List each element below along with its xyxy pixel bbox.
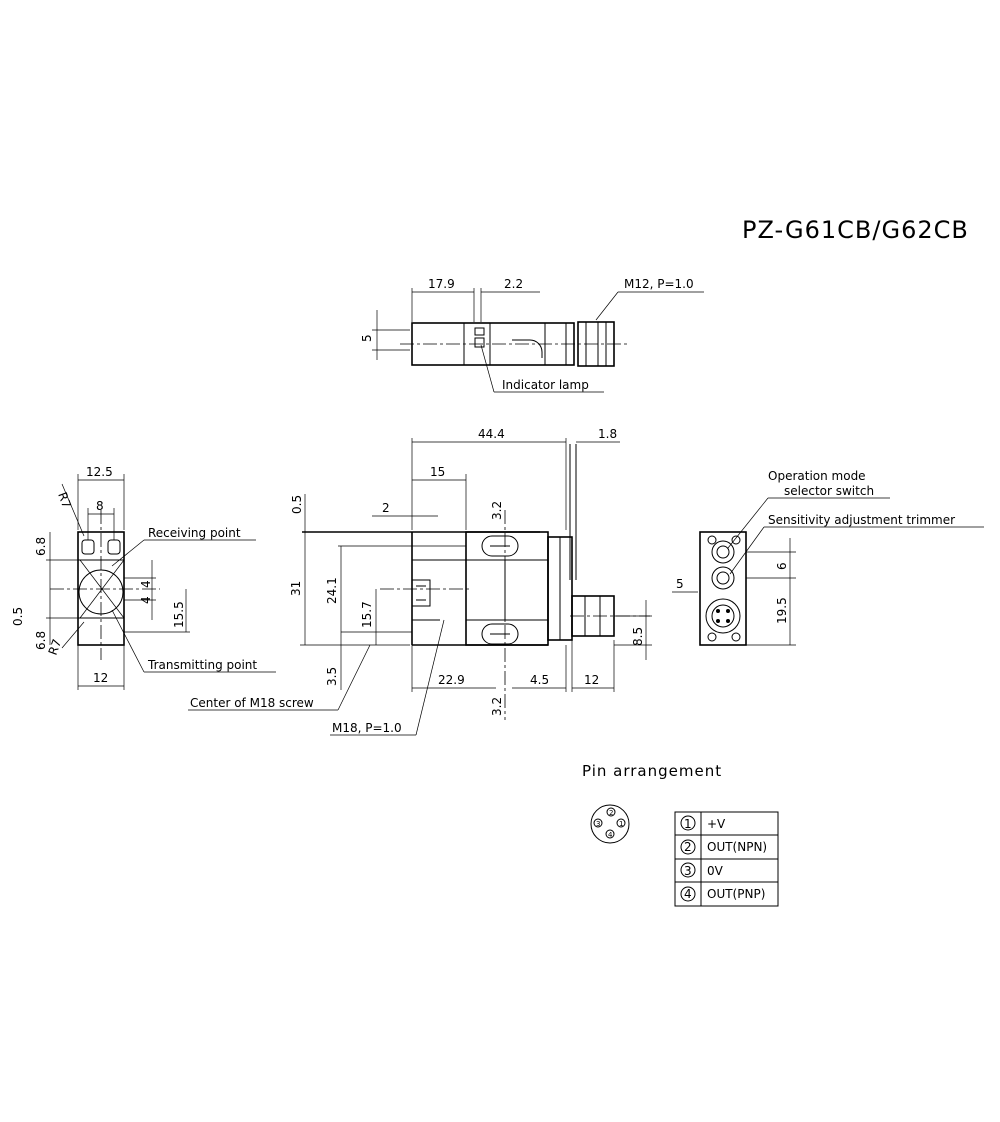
pin-arrangement: Pin arrangement 1 2 3 4 1 +V 2 OUT(NPN) xyxy=(582,762,779,907)
dim-5-right: 5 xyxy=(676,577,684,591)
dim-r7-bottom: R7 xyxy=(46,637,65,657)
pin-row-4-number: 4 xyxy=(684,887,692,901)
dim-12-left: 12 xyxy=(93,671,108,685)
front-view: 44.4 1.8 15 2 3.2 0.5 31 24.1 15.7 3.5 2… xyxy=(188,427,652,736)
dim-1-8: 1.8 xyxy=(598,427,617,441)
center-m18-label: Center of M18 screw xyxy=(190,696,314,710)
dim-2-2: 2.2 xyxy=(504,277,523,291)
receiving-point-label: Receiving point xyxy=(148,526,241,540)
connector-pin-4: 4 xyxy=(608,831,613,839)
dim-8-5: 8.5 xyxy=(631,627,645,646)
dim-15: 15 xyxy=(430,465,445,479)
dim-0-5-left: 0.5 xyxy=(11,607,25,626)
right-view: 5 6 19.5 Operation mode selector switch … xyxy=(672,469,984,646)
dim-r7-top: R7 xyxy=(55,490,74,510)
top-view: 17.9 2.2 5 M12, P=1.0 Indicator lamp xyxy=(360,277,704,393)
indicator-lamp-label: Indicator lamp xyxy=(502,378,589,392)
connector-face: 1 2 3 4 xyxy=(590,804,630,844)
dim-6-8-bottom: 6.8 xyxy=(34,631,48,650)
m12-thread-label: M12, P=1.0 xyxy=(624,277,694,291)
sensitivity-trimmer xyxy=(711,566,735,590)
dim-6-8-top: 6.8 xyxy=(34,537,48,556)
connector-pin-3: 3 xyxy=(596,820,600,828)
dim-3-5: 3.5 xyxy=(325,667,339,686)
pin-row-1-label: +V xyxy=(707,817,726,831)
pin-arrangement-heading: Pin arrangement xyxy=(582,762,722,780)
pin-row-2-number: 2 xyxy=(684,840,692,854)
indicator-lamp xyxy=(474,337,485,348)
transmitting-point-label: Transmitting point xyxy=(147,658,257,672)
pin-row-3-number: 3 xyxy=(684,864,692,878)
m18-thread-label: M18, P=1.0 xyxy=(332,721,402,735)
sensitivity-trimmer-label: Sensitivity adjustment trimmer xyxy=(768,513,955,527)
dim-12-5: 12.5 xyxy=(86,465,113,479)
dim-0-5: 0.5 xyxy=(290,495,304,514)
model-title: PZ-G61CB/G62CB xyxy=(742,216,969,244)
operation-mode-label-2: selector switch xyxy=(784,484,874,498)
dim-8: 8 xyxy=(96,499,104,513)
dim-17-9: 17.9 xyxy=(428,277,455,291)
dim-19-5: 19.5 xyxy=(775,597,789,624)
pin-row-4-label: OUT(PNP) xyxy=(707,887,765,901)
pin-row-2-label: OUT(NPN) xyxy=(707,840,767,854)
mode-selector-switch xyxy=(711,540,735,564)
dim-12-front: 12 xyxy=(584,673,599,687)
dim-31: 31 xyxy=(289,581,303,596)
left-view: 12.5 8 6.8 0.5 6.8 4 4 15.5 12 R7 R7 Rec… xyxy=(11,465,276,690)
dim-24-1: 24.1 xyxy=(325,577,339,604)
dim-3-2-bottom: 3.2 xyxy=(490,697,504,716)
dim-22-9: 22.9 xyxy=(438,673,465,687)
connector-pin-2: 2 xyxy=(609,809,613,817)
dim-4-lower: 4 xyxy=(139,596,153,604)
operation-mode-label-1: Operation mode xyxy=(768,469,866,483)
dim-3-2-top: 3.2 xyxy=(490,501,504,520)
dim-4-5: 4.5 xyxy=(530,673,549,687)
dim-2: 2 xyxy=(382,501,390,515)
dim-5-top: 5 xyxy=(360,334,374,342)
pin-row-3-label: 0V xyxy=(707,864,724,878)
pin-row-1-number: 1 xyxy=(684,817,692,831)
indicator-lamp-mark xyxy=(474,327,485,336)
dim-15-5: 15.5 xyxy=(172,601,186,628)
dim-6-right: 6 xyxy=(775,562,789,570)
dim-15-7: 15.7 xyxy=(360,601,374,628)
dim-44-4: 44.4 xyxy=(478,427,505,441)
pin-table: 1 +V 2 OUT(NPN) 3 0V 4 OUT(PNP) xyxy=(674,811,779,907)
connector-pin-1: 1 xyxy=(619,820,623,828)
dim-4-upper: 4 xyxy=(139,580,153,588)
